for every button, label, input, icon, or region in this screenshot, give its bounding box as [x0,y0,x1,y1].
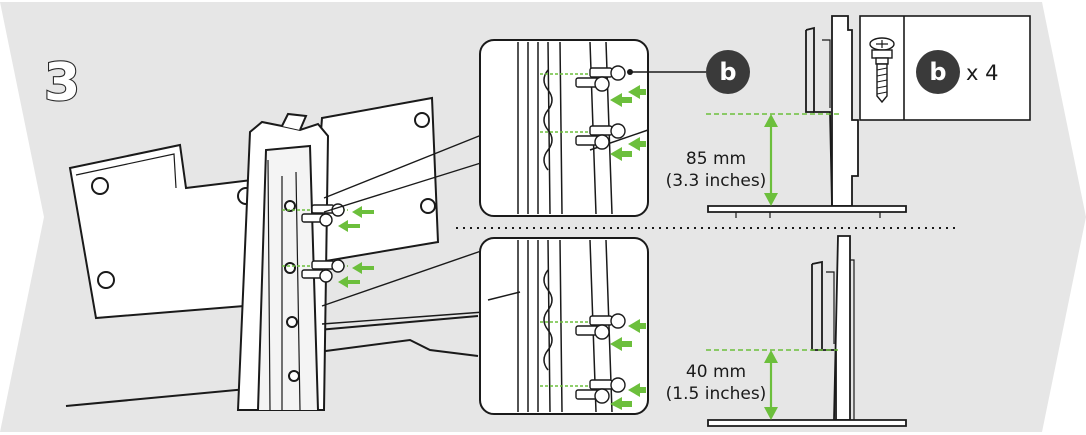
parts-quantity: x 4 [966,61,998,85]
step-number: 3 [44,53,80,113]
height-inches-upper: (3.3 inches) [666,171,767,191]
insert-arrow [338,220,360,232]
insert-arrow [338,276,360,288]
callout-dot [627,69,633,75]
insert-arrow [610,337,632,351]
svg-text:b: b [929,58,946,86]
insert-arrow [628,319,646,333]
insert-arrow [610,147,632,161]
bracket-hole [288,370,300,382]
svg-text:b: b [719,58,736,86]
height-arrow-lower [764,350,778,420]
bracket-hole [284,262,296,274]
insert-arrow [628,85,646,99]
insert-arrow [628,137,646,151]
height-arrow-upper [764,114,778,206]
zoom-inset-upper [479,39,649,217]
zoom-inset-lower [479,237,649,415]
screw-callout-badge: b [706,50,750,94]
insert-arrow [628,383,646,397]
screw-icon [869,37,895,104]
height-inches-lower: (1.5 inches) [666,384,767,404]
mount-hole [97,271,115,289]
parts-box: b x 4 [859,15,1031,121]
height-mm-lower: 40 mm [686,362,746,382]
stand-base [65,315,479,407]
zoom-leader-lines [321,133,485,325]
side-view-lower [707,235,907,427]
side-view-upper [707,15,907,218]
insert-arrow [610,397,632,410]
height-mm-upper: 85 mm [686,149,746,169]
mount-hole [414,112,430,128]
mount-hole [91,177,109,195]
bracket-hole [284,200,296,212]
insert-arrow [610,93,632,107]
bracket-hole [286,316,298,328]
insert-arrow [352,206,374,218]
parts-badge: b [916,50,960,94]
mount-hole [420,198,436,214]
insert-arrow [352,262,374,274]
